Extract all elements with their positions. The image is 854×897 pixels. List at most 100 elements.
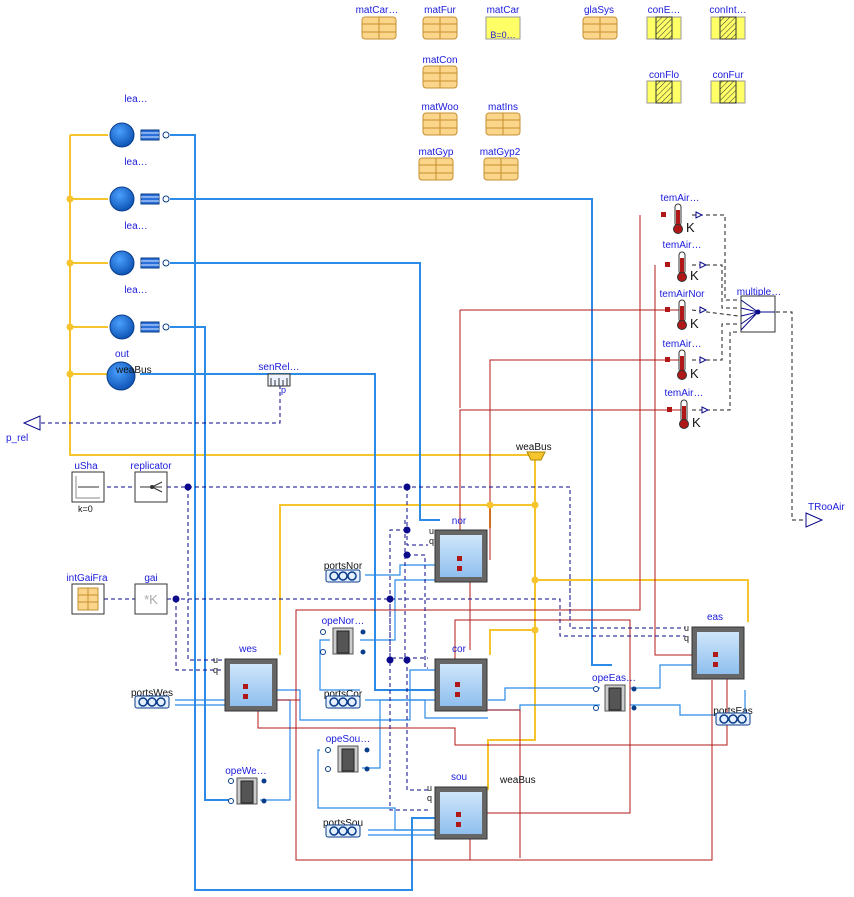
senRel-label: senRel… xyxy=(258,362,299,373)
leak-label: lea… xyxy=(124,157,147,168)
uSha-param: k=0 xyxy=(78,504,93,514)
material-label: conFur xyxy=(712,70,744,81)
opening-label: opeEas… xyxy=(592,673,636,684)
material-label: matCon xyxy=(422,55,457,66)
intGaiFra-block[interactable]: intGaiFra xyxy=(66,573,108,615)
openings: opeNor… opeEas… opeSou… op xyxy=(225,616,637,805)
port-u: u xyxy=(427,783,432,793)
material-matIns[interactable]: matIns xyxy=(485,102,521,136)
ports-label: portsSou xyxy=(323,818,363,829)
ports-wes[interactable]: portsWes xyxy=(131,688,173,709)
temperature-sensor-3[interactable]: temAir… K xyxy=(663,339,708,381)
port-q: q xyxy=(427,793,432,803)
temperature-sensor-nor[interactable]: temAirNor K xyxy=(659,289,708,331)
material-records: matCar… matFur matCar B=0… glaSys conE… … xyxy=(356,5,747,181)
material-label: matFur xyxy=(424,5,456,16)
port-u: u xyxy=(429,526,434,536)
temp-label: temAir… xyxy=(663,240,702,251)
room-label: wes xyxy=(238,644,257,655)
gai-symbol: *K xyxy=(144,592,158,607)
port-q: q xyxy=(429,536,434,546)
weaBus-label: weaBus xyxy=(515,442,552,453)
material-label: conE… xyxy=(648,5,681,16)
opening-sou[interactable]: opeSou… xyxy=(325,734,371,773)
room-label: sou xyxy=(451,772,467,783)
leak-2[interactable]: lea… xyxy=(109,157,170,212)
material-label: matCar xyxy=(487,5,520,16)
opening-label: opeSou… xyxy=(326,734,370,745)
construction-conE[interactable]: conE… xyxy=(646,5,682,40)
weaBus-label-bottom: weaBus xyxy=(499,775,536,786)
weaBus-connector[interactable]: weaBus xyxy=(515,442,552,461)
ports-label: portsCor xyxy=(324,689,363,700)
multiplex-block[interactable]: multiple… xyxy=(737,287,781,333)
ports-label: portsEas xyxy=(713,706,752,717)
material-label: matCar… xyxy=(356,5,399,16)
construction-conInt[interactable]: conInt… xyxy=(709,5,747,40)
leak-label: lea… xyxy=(124,94,147,105)
opening-wes[interactable]: opeWe… xyxy=(225,766,267,805)
ports-sou[interactable]: portsSou xyxy=(323,818,363,838)
room-eas[interactable]: eas u q xyxy=(684,612,745,680)
gai-label: gai xyxy=(144,573,157,584)
material-matCar1[interactable]: matCar… xyxy=(356,5,399,40)
out-label: out xyxy=(115,349,129,360)
ports-label: portsWes xyxy=(131,688,173,699)
uSha-block[interactable]: uSha k=0 xyxy=(71,461,105,514)
room-label: eas xyxy=(707,612,723,623)
material-label: matWoo xyxy=(421,102,458,113)
p_rel-label: p_rel xyxy=(6,433,28,444)
leak-1[interactable]: lea… xyxy=(109,94,170,148)
port-q: q xyxy=(213,665,218,675)
material-matCar[interactable]: matCar B=0… xyxy=(485,5,521,40)
room-cor[interactable]: cor xyxy=(434,644,488,712)
out-weabus-label: weaBus xyxy=(115,365,152,376)
opening-label: opeWe… xyxy=(225,766,267,777)
gain-block[interactable]: gai *K xyxy=(134,573,168,615)
leak-label: lea… xyxy=(124,285,147,296)
weaBus-bottom-text: weaBus xyxy=(499,775,536,786)
material-matGyp[interactable]: matGyp xyxy=(418,147,454,181)
temp-unit: K xyxy=(690,316,699,331)
temp-label: temAir… xyxy=(665,388,704,399)
temperature-sensor-4[interactable]: temAir… K xyxy=(665,388,710,430)
outdoor-boundary[interactable]: out weaBus xyxy=(106,349,152,391)
TRooAir-label: TRooAir xyxy=(808,502,845,513)
room-sou[interactable]: sou u q xyxy=(427,772,488,840)
room-label: cor xyxy=(452,644,467,655)
leak-label: lea… xyxy=(124,221,147,232)
replicator-block[interactable]: replicator xyxy=(130,461,172,503)
temp-unit: K xyxy=(686,220,695,235)
uSha-label: uSha xyxy=(74,461,98,472)
temperature-sensor-1[interactable]: temAir… K xyxy=(661,193,704,235)
opening-nor[interactable]: opeNor… xyxy=(320,616,366,655)
senRel-port-label: p xyxy=(281,385,286,395)
material-matCon[interactable]: matCon xyxy=(422,55,458,89)
construction-conFlo[interactable]: conFlo xyxy=(646,70,682,104)
material-glaSys[interactable]: glaSys xyxy=(582,5,618,40)
TRooAir-output[interactable]: TRooAir xyxy=(805,502,845,528)
ports-eas[interactable]: portsEas xyxy=(713,706,753,726)
temperature-sensor-2[interactable]: temAir… K xyxy=(663,240,708,283)
port-u: u xyxy=(213,655,218,665)
ports-cor[interactable]: portsCor xyxy=(324,689,363,709)
material-sublabel: B=0… xyxy=(490,30,515,40)
construction-conFur[interactable]: conFur xyxy=(710,70,746,104)
material-matFur[interactable]: matFur xyxy=(422,5,458,40)
temp-label: temAir… xyxy=(661,193,700,204)
rooms: nor u q wes u q cor eas xyxy=(213,516,745,840)
material-matWoo[interactable]: matWoo xyxy=(421,102,459,136)
leak-4[interactable]: lea… xyxy=(109,285,170,340)
room-nor[interactable]: nor u q xyxy=(429,516,488,583)
material-label: matGyp xyxy=(418,147,453,158)
opening-label: opeNor… xyxy=(322,616,365,627)
opening-eas[interactable]: opeEas… xyxy=(592,673,637,712)
senRel-sensor[interactable]: senRel… p xyxy=(258,362,299,395)
leak-3[interactable]: lea… xyxy=(109,221,170,276)
p_rel-output[interactable]: p_rel xyxy=(6,415,41,444)
room-wes[interactable]: wes u q xyxy=(213,644,278,712)
material-label: matGyp2 xyxy=(480,147,521,158)
material-matGyp2[interactable]: matGyp2 xyxy=(480,147,521,181)
ports-nor[interactable]: portsNor xyxy=(324,561,363,583)
